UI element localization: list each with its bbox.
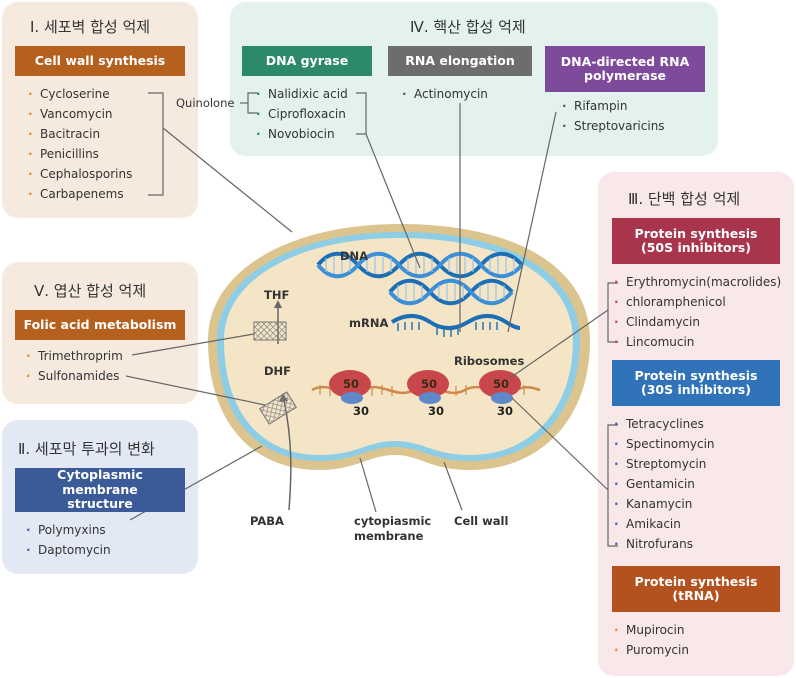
cytoplasmic-membrane-label: cytopiasmic membrane: [354, 514, 432, 543]
ribosomes-label: Ribosomes: [454, 354, 525, 368]
leader-50s: [509, 309, 609, 379]
leader-cell-wall-label: [443, 461, 463, 511]
trna-header: Protein synthesis (tRNA): [612, 566, 780, 612]
leader-rna-polymerase: [507, 111, 557, 333]
30s-drug-list: Tetracyclines Spectinomycin Streptomycin…: [614, 414, 715, 554]
list-item: Vancomycin: [28, 104, 132, 124]
panel-nucleic-acid-title: Ⅳ. 핵산 합성 억제: [410, 18, 526, 36]
list-item: Polymyxins: [26, 520, 111, 540]
rna-polymerase-drug-list: Rifampin Streptovaricins: [562, 96, 665, 136]
list-item: Spectinomycin: [614, 434, 715, 454]
ribosome-1-50s-label: 50: [343, 377, 360, 391]
30s-bracket: [607, 424, 618, 547]
leader-cell-wall: [162, 127, 293, 233]
panel-folic-acid-title: Ⅴ. 엽산 합성 억제: [34, 282, 147, 300]
list-item: Streptomycin: [614, 454, 715, 474]
mrna-label: mRNA: [349, 316, 389, 330]
dna-gyrase-header: DNA gyrase: [242, 46, 372, 76]
leader-cytoplasmic-membrane-label: [359, 457, 377, 513]
folate-inhibitor-block-1: [253, 321, 287, 341]
rna-elongation-header: RNA elongation: [388, 46, 532, 76]
rna-polymerase-header: DNA-directed RNA polymerase: [545, 46, 705, 92]
folic-acid-drug-list: Trimethroprim Sulfonamides: [26, 346, 123, 386]
leader-dna-gyrase: [365, 133, 421, 269]
list-item: Ciprofloxacin: [256, 104, 348, 124]
dhf-label: DHF: [264, 364, 292, 378]
list-item: Daptomycin: [26, 540, 111, 560]
list-item: Erythromycin(macrolides): [614, 272, 781, 292]
list-item: Nalidixic acid: [256, 84, 348, 104]
list-item: Gentamicin: [614, 474, 715, 494]
list-item: chloramphenicol: [614, 292, 781, 312]
list-item: Nitrofurans: [614, 534, 715, 554]
panel-protein-title: Ⅲ. 단백 합성 억제: [628, 190, 741, 208]
50s-drug-list: Erythromycin(macrolides) chloramphenicol…: [614, 272, 781, 352]
trna-drug-list: Mupirocin Puromycin: [614, 620, 689, 660]
leader-30s: [511, 397, 609, 491]
cell-wall-bracket: [148, 92, 164, 196]
paba-label: PABA: [250, 514, 284, 528]
list-item: Rifampin: [562, 96, 665, 116]
dna-helix: [316, 251, 524, 306]
ribosome-1-30s-label: 30: [353, 404, 370, 418]
list-item: Novobiocin: [256, 124, 348, 144]
list-item: Bacitracin: [28, 124, 132, 144]
50s-inhibitors-header: Protein synthesis (50S inhibitors): [612, 218, 780, 264]
list-item: Puromycin: [614, 640, 689, 660]
cell-wall-synthesis-header: Cell wall synthesis: [15, 46, 185, 76]
leader-trimethoprim: [131, 333, 255, 356]
list-item: Trimethroprim: [26, 346, 123, 366]
ribosome-3-30s-label: 30: [497, 404, 514, 418]
cytoplasm-shape: [224, 238, 573, 455]
list-item: Clindamycin: [614, 312, 781, 332]
ribosome-3-50s-label: 50: [493, 377, 510, 391]
list-item: Mupirocin: [614, 620, 689, 640]
leader-sulfonamides: [125, 375, 266, 406]
list-item: Penicillins: [28, 144, 132, 164]
dna-gyrase-drug-list: Nalidixic acid Ciprofloxacin Novobiocin: [256, 84, 348, 144]
cell-wall-label: Cell wall: [454, 514, 509, 528]
50s-bracket: [607, 282, 618, 343]
quinolone-label: Quinolone: [176, 96, 235, 110]
ribosome-2-50s-label: 50: [421, 377, 438, 391]
list-item: Amikacin: [614, 514, 715, 534]
panel-cell-wall-title: Ⅰ. 세포벽 합성 억제: [30, 18, 151, 36]
mrna-strand: [390, 314, 521, 337]
folic-acid-header: Folic acid metabolism: [15, 310, 185, 340]
cell-wall-drug-list: Cycloserine Vancomycin Bacitracin Penici…: [28, 84, 132, 204]
rna-elongation-drug-list: Actinomycin: [402, 84, 488, 104]
list-item: Lincomucin: [614, 332, 781, 352]
dna-gyrase-bracket: [356, 92, 367, 135]
ribosome-1: [329, 370, 371, 404]
list-item: Cephalosporins: [28, 164, 132, 184]
list-item: Streptovaricins: [562, 116, 665, 136]
ribosome-2: [407, 370, 449, 404]
list-item: Carbapenems: [28, 184, 132, 204]
list-item: Kanamycin: [614, 494, 715, 514]
30s-inhibitors-header: Protein synthesis (30S inhibitors): [612, 360, 780, 406]
membrane-drug-list: Polymyxins Daptomycin: [26, 520, 111, 560]
thf-label: THF: [264, 288, 290, 302]
dna-label: DNA: [340, 249, 369, 263]
ribosome-2-30s-label: 30: [428, 404, 445, 418]
folate-inhibitor-block-2: [258, 391, 298, 425]
list-item: Cycloserine: [28, 84, 132, 104]
panel-membrane-title: Ⅱ. 세포막 투과의 변화: [18, 440, 155, 458]
list-item: Actinomycin: [402, 84, 488, 104]
list-item: Tetracyclines: [614, 414, 715, 434]
list-item: Sulfonamides: [26, 366, 123, 386]
membrane-structure-header: Cytoplasmic membrane structure: [15, 468, 185, 512]
